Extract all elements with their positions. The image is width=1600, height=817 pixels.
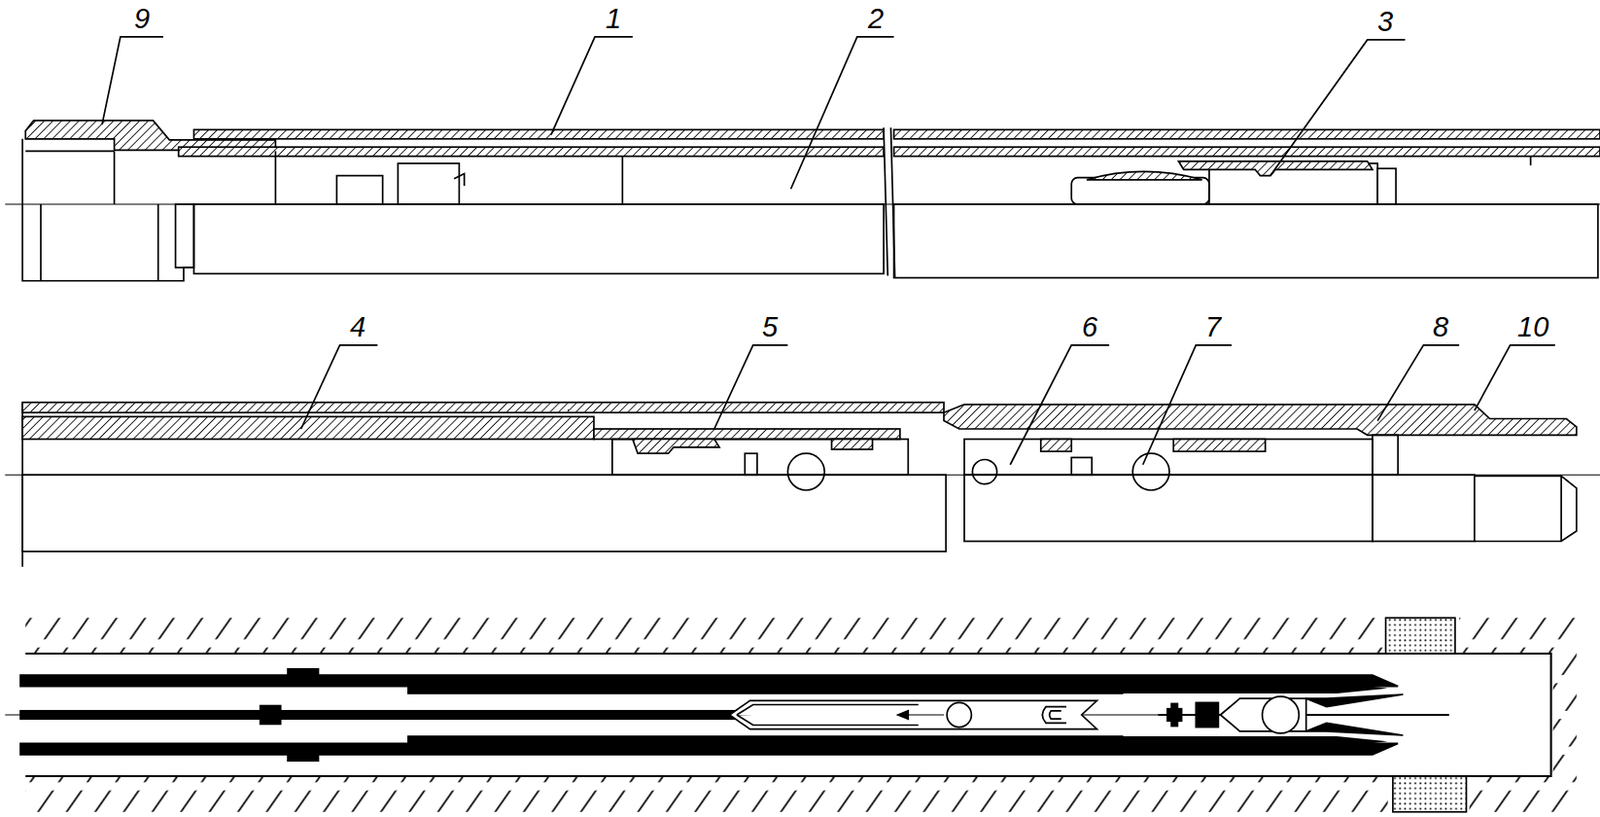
callout-holder: 3	[1377, 7, 1393, 36]
callout-holder: 8	[1432, 313, 1449, 342]
well-schematic	[4, 617, 1577, 812]
tube-joint	[287, 750, 318, 762]
callout-number: 7	[1205, 313, 1221, 342]
ground-hatch	[1459, 617, 1577, 654]
outer-tube	[193, 129, 884, 139]
callout-number: 3	[1377, 7, 1393, 36]
rod-joint	[260, 705, 281, 725]
hook	[1042, 706, 1067, 724]
valve-ball	[787, 452, 825, 490]
inner-tube	[593, 428, 901, 440]
tube-exterior	[894, 204, 1599, 279]
tube-exterior	[22, 474, 946, 552]
valve-seat	[832, 439, 873, 451]
inner-tube	[178, 146, 884, 156]
callout-holder: 7	[1205, 313, 1221, 342]
outer-tube	[22, 402, 944, 414]
flow-arrow	[898, 710, 908, 719]
inner-tube	[408, 681, 1389, 694]
callout-holder: 10	[1517, 313, 1549, 342]
inner-tube	[408, 735, 1389, 748]
sub-bore	[1372, 434, 1398, 475]
valve-ball	[1132, 452, 1170, 490]
callout-number: 6	[1081, 313, 1098, 342]
valve-seat	[1173, 439, 1265, 453]
leader-line	[1270, 39, 1406, 176]
ground-hatch	[25, 617, 1383, 654]
sub-thread	[1474, 475, 1577, 541]
leader-line	[1143, 345, 1232, 465]
ground-hatch	[1553, 653, 1577, 776]
valve-ball	[946, 701, 972, 727]
inner-tube	[894, 146, 1600, 156]
leader-line	[1377, 345, 1460, 421]
valve-cage	[612, 439, 908, 476]
inner-part	[453, 173, 464, 187]
top-section	[4, 120, 1600, 281]
perforation	[1386, 617, 1456, 654]
valve-seat	[1041, 439, 1072, 453]
callout-number: 4	[349, 313, 366, 342]
sub-outline	[22, 139, 194, 281]
bit-tooth	[1306, 722, 1404, 735]
callout-holder: 2	[868, 4, 884, 34]
part-edge	[275, 150, 278, 205]
leader-line	[102, 36, 164, 125]
perforation	[1392, 775, 1467, 812]
break-line	[890, 127, 895, 278]
callout-number: 9	[134, 4, 150, 34]
part-edge	[1530, 156, 1532, 166]
leader-line	[551, 36, 633, 136]
leader-line	[1009, 345, 1110, 465]
valve-seat	[1071, 456, 1092, 475]
rod-joint	[1195, 701, 1218, 727]
callout-holder: 4	[349, 313, 366, 342]
sub-neck	[175, 204, 195, 268]
rod-plus	[1171, 702, 1178, 726]
callout-number: 2	[868, 4, 884, 34]
valve-ball	[972, 459, 997, 485]
tube-joint	[287, 668, 318, 680]
middle-section	[4, 402, 1600, 567]
part-edge	[622, 156, 625, 205]
callout-holder: 5	[762, 313, 778, 342]
inner-part	[397, 163, 459, 205]
leader-line	[714, 345, 789, 429]
outer-tube	[894, 129, 1600, 139]
valve-seat	[632, 439, 720, 454]
rod	[20, 710, 735, 719]
bit-tooth	[1306, 694, 1404, 707]
ground-hatch	[1469, 775, 1577, 812]
inner-part	[336, 175, 383, 205]
callout-number: 8	[1432, 313, 1449, 342]
leader-lines	[102, 36, 1556, 465]
ground-hatch	[25, 775, 1388, 812]
valve-seat	[744, 452, 758, 475]
callout-number: 5	[762, 313, 778, 342]
valve-cage	[730, 699, 1098, 729]
leader-line	[1474, 345, 1556, 411]
callout-number: 10	[1517, 313, 1549, 342]
valve-body	[1071, 177, 1210, 205]
valve-exterior	[964, 474, 1373, 541]
callout-holder: 9	[134, 4, 150, 34]
callout-number: 1	[605, 4, 622, 34]
inner-tube	[22, 416, 594, 439]
callout-holder: 1	[605, 4, 622, 34]
leader-line	[791, 36, 895, 189]
valve-ring	[1377, 168, 1396, 205]
tube-exterior	[193, 204, 884, 274]
valve-body	[964, 439, 1373, 476]
leader-line	[301, 345, 379, 429]
sub-exterior	[1372, 474, 1475, 541]
valve-ball	[1262, 695, 1300, 733]
break-line	[883, 127, 888, 276]
callout-holder: 6	[1081, 313, 1098, 342]
valve-seat	[1086, 171, 1203, 179]
